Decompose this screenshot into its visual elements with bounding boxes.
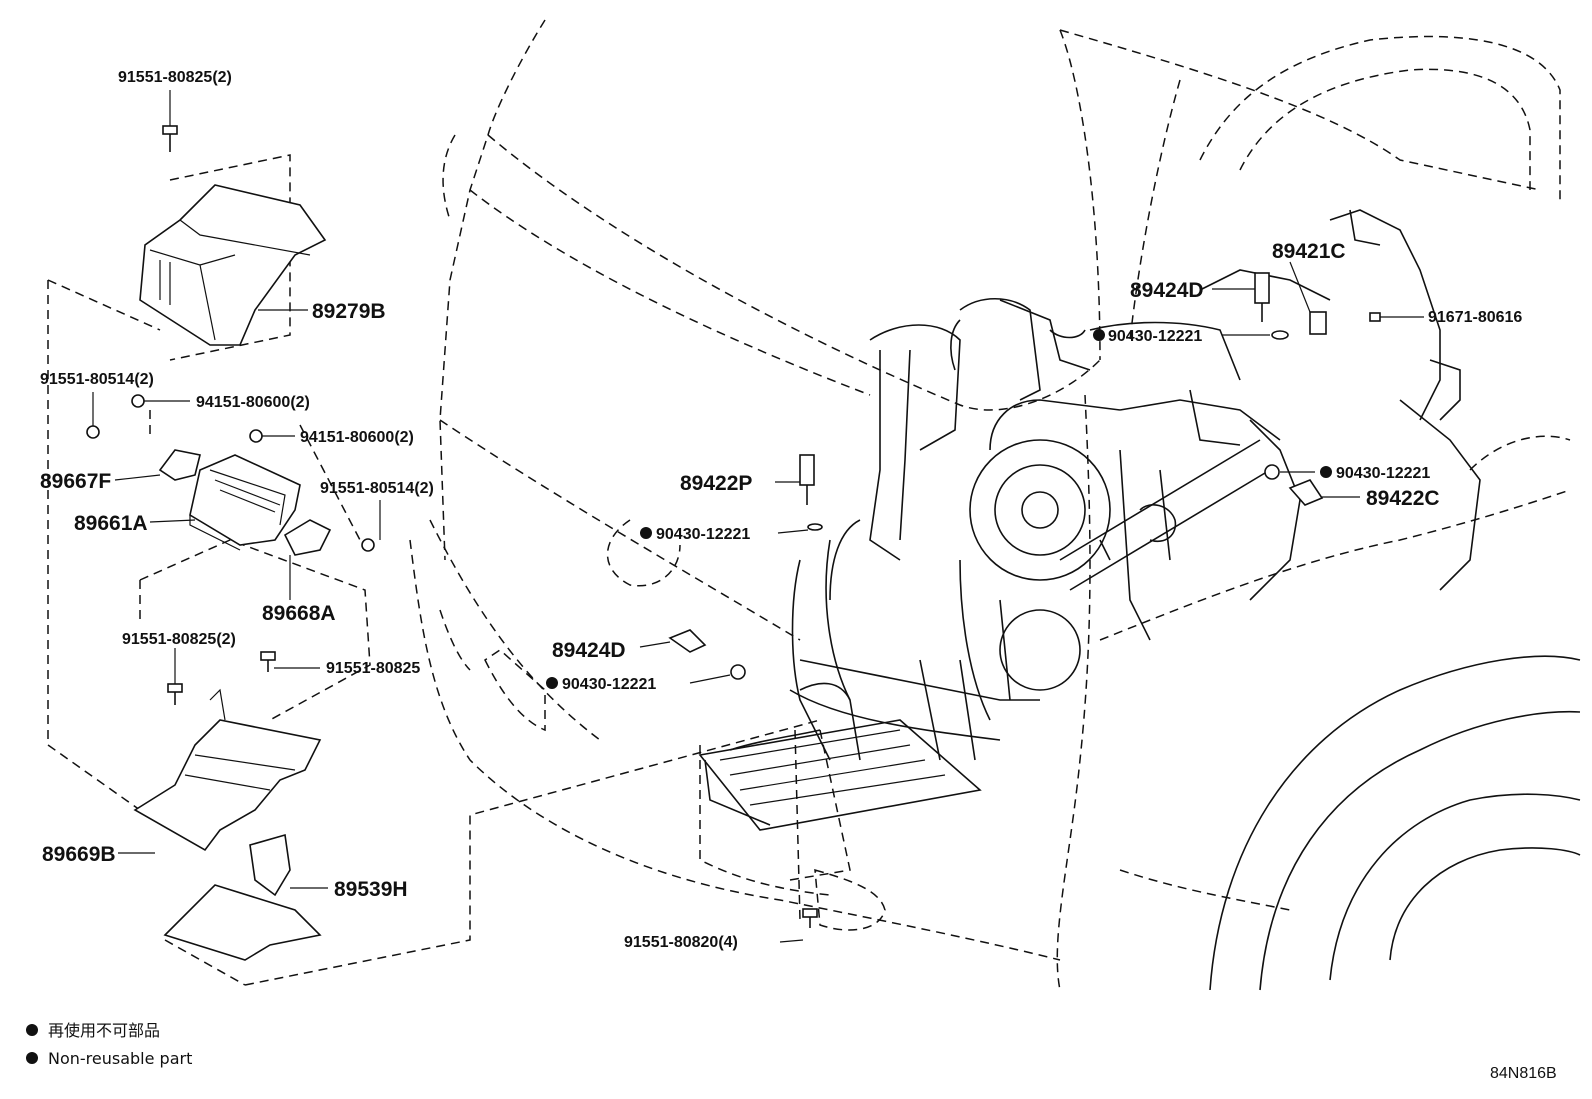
legend-bullet-en (26, 1052, 38, 1064)
label-91551-80825-2-mid: 91551-80825(2) (122, 631, 236, 648)
legend-text-jp: 再使用不可部品 (48, 1021, 160, 1040)
non-reusable-mark-3 (1093, 329, 1105, 341)
label-89661a: 89661A (74, 512, 148, 535)
non-reusable-mark-4 (1320, 466, 1332, 478)
drawing-code: 84N816B (1490, 1065, 1557, 1082)
assembly-reference-lines (47, 154, 851, 986)
sensors-right (668, 272, 1381, 680)
leader-lines (92, 90, 1424, 943)
part-bracket-89668a (283, 519, 332, 556)
label-89424d-right: 89424D (1130, 279, 1204, 302)
label-90430-12221-b: 90430-12221 (562, 676, 656, 693)
label-89539h: 89539H (334, 878, 408, 901)
label-89422p: 89422P (680, 472, 752, 495)
part-ecu-89661a (189, 454, 301, 551)
label-91551-80825: 91551-80825 (326, 660, 420, 677)
label-91551-80514-2-left: 91551-80514(2) (40, 371, 154, 388)
label-89421c: 89421C (1272, 240, 1346, 263)
part-bracket-89667f (158, 449, 201, 481)
part-cover-89279b (139, 184, 327, 346)
label-90430-12221-c: 90430-12221 (1108, 328, 1202, 345)
label-89424d-left: 89424D (552, 639, 626, 662)
label-89669b: 89669B (42, 843, 116, 866)
legend: 再使用不可部品 Non-reusable part (26, 1021, 192, 1068)
label-91671-80616: 91671-80616 (1428, 309, 1522, 326)
label-91551-80825-2-top: 91551-80825(2) (118, 69, 232, 86)
label-89668a: 89668A (262, 602, 336, 625)
label-89422c: 89422C (1366, 487, 1440, 510)
label-94151-80600-2-a: 94151-80600(2) (196, 394, 310, 411)
part-bracket-89539h (163, 833, 322, 961)
non-reusable-mark-2 (546, 677, 558, 689)
label-89667f: 89667F (40, 470, 111, 493)
legend-text-en: Non-reusable part (48, 1049, 192, 1068)
part-labels: 91551-80825(2) 89279B 91551-80514(2) 941… (40, 69, 1522, 951)
engine-assembly (698, 209, 1481, 831)
vehicle-body-outline (409, 19, 1581, 991)
label-90430-12221-d: 90430-12221 (1336, 465, 1430, 482)
label-91551-80514-2-right: 91551-80514(2) (320, 480, 434, 497)
non-reusable-mark-1 (640, 527, 652, 539)
label-91551-80820-4: 91551-80820(4) (624, 934, 738, 951)
label-90430-12221-a: 90430-12221 (656, 526, 750, 543)
legend-bullet-jp (26, 1024, 38, 1036)
part-bracket-89669b (133, 688, 322, 852)
label-94151-80600-2-b: 94151-80600(2) (300, 429, 414, 446)
label-89279b: 89279B (312, 300, 386, 323)
